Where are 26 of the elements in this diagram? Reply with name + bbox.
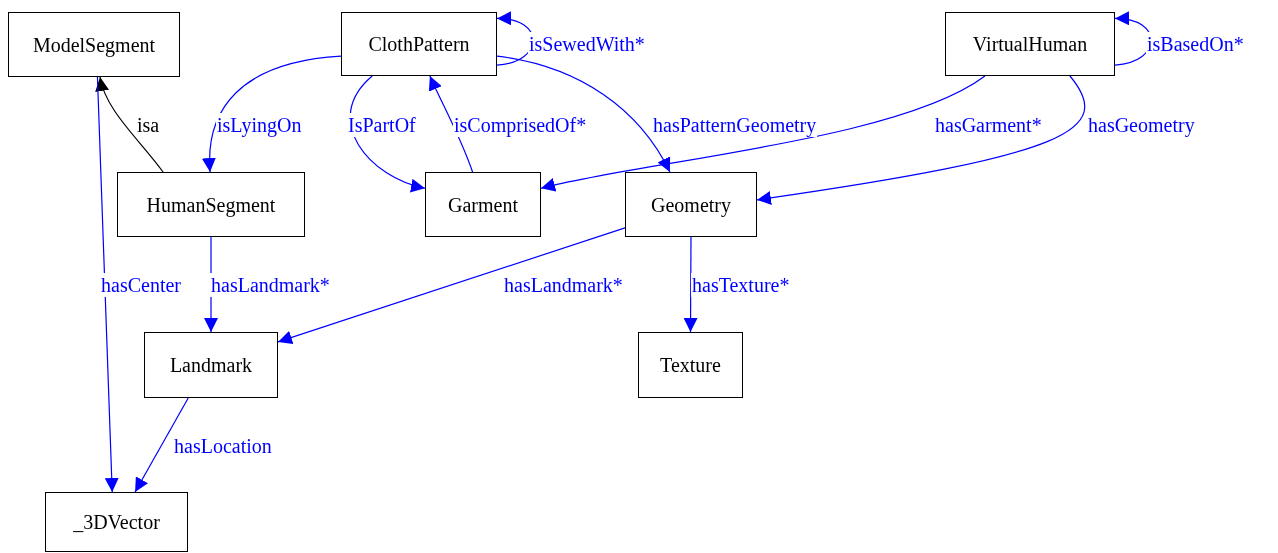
- arrow: [429, 75, 474, 173]
- arrow: [96, 76, 119, 493]
- arrow: [496, 55, 671, 173]
- edge-label: hasTexture*: [691, 273, 791, 297]
- arrow: [756, 75, 1085, 205]
- edge-label: IsPartOf: [347, 113, 417, 137]
- edge-label: hasLandmark*: [210, 273, 331, 297]
- class-box: VirtualHuman: [945, 12, 1115, 76]
- class-box: ModelSegment: [8, 12, 180, 77]
- arrow: [134, 397, 189, 493]
- arrow: [683, 236, 698, 333]
- edge-label: isBasedOn*: [1146, 32, 1245, 56]
- class-box: HumanSegment: [117, 172, 305, 237]
- edge-label: hasCenter: [100, 273, 182, 297]
- class-box: ClothPattern: [341, 12, 497, 76]
- edge-label: isSewedWith*: [528, 32, 646, 56]
- arrow: [96, 76, 164, 173]
- class-box: Garment: [425, 172, 541, 237]
- edge-label: isLyingOn: [216, 113, 303, 137]
- arrow: [202, 55, 342, 173]
- arrow: [540, 75, 986, 192]
- arrow: [277, 227, 626, 345]
- class-box: Landmark: [144, 332, 278, 398]
- class-box: _3DVector: [45, 492, 188, 552]
- class-box: Texture: [638, 332, 743, 398]
- class-box: Geometry: [625, 172, 757, 237]
